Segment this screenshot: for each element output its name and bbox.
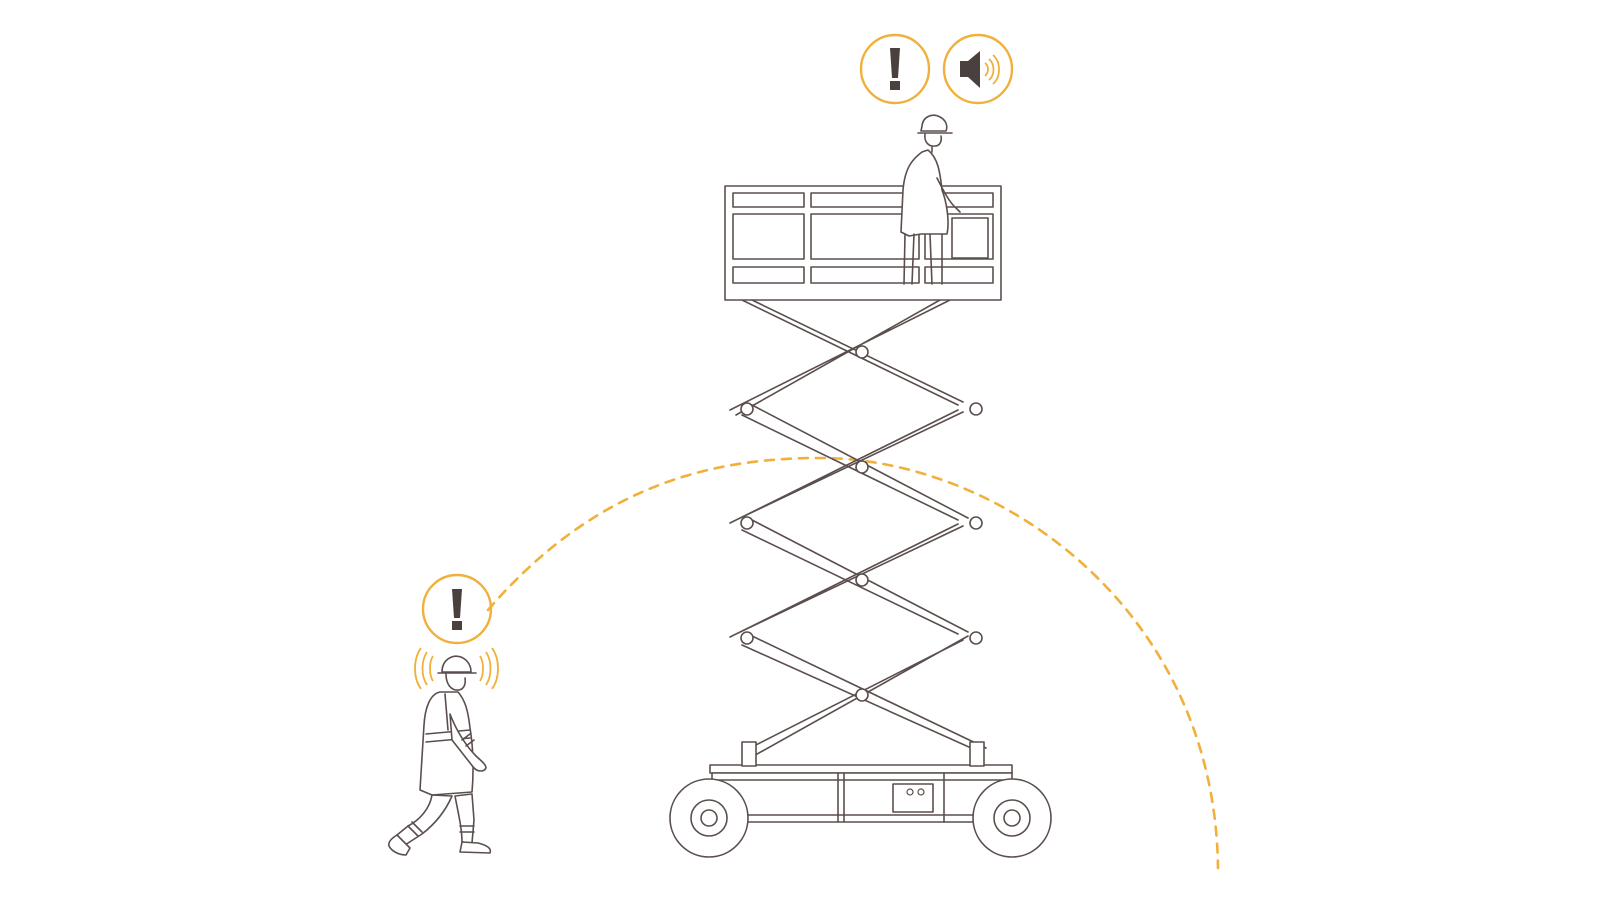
operator-alert-badge: [859, 33, 931, 105]
proximity-zone-arc: [486, 456, 1220, 870]
lift-chassis: [709, 741, 1013, 823]
operator-audio-badge: [942, 33, 1014, 105]
speaker-icon: [960, 51, 1000, 88]
exclamation-icon: [452, 589, 462, 630]
ground-worker: [388, 655, 492, 856]
control-panel: [892, 783, 934, 813]
scissor-pivots: [740, 345, 984, 761]
ground-worker-alert-badge: [421, 573, 493, 645]
platform-operator: [900, 114, 989, 285]
left-wheel: [669, 778, 749, 858]
right-wheel: [972, 778, 1052, 858]
vibration-waves-icon: [414, 647, 499, 690]
scissor-arms: [729, 299, 987, 761]
exclamation-icon: [890, 48, 900, 90]
